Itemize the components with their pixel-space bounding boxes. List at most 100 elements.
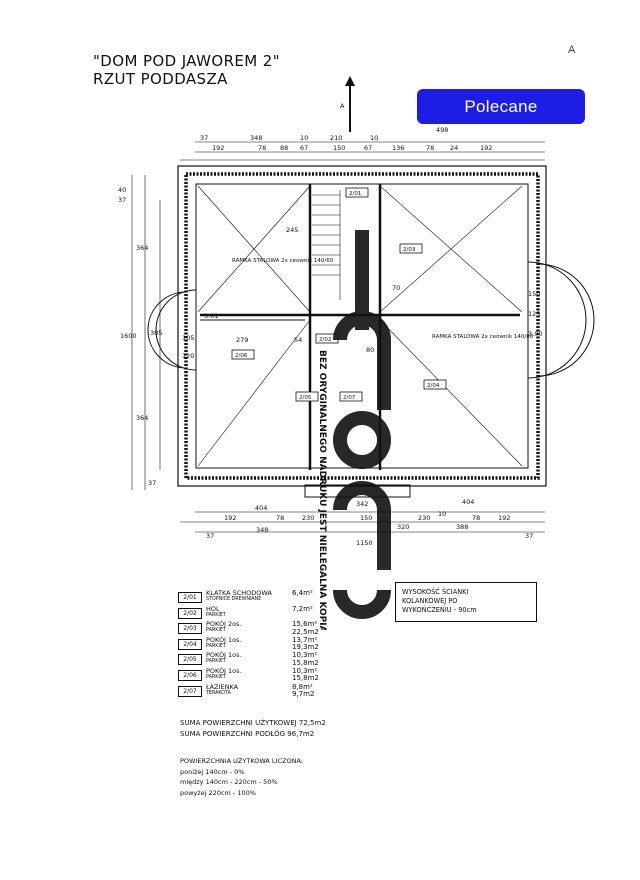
window-height-left: 3.01 — [204, 312, 218, 320]
svg-text:37: 37 — [206, 532, 214, 540]
svg-text:342: 342 — [356, 500, 368, 508]
top-dimension-texts: 37 348 10 210 10 498 192 78 88 67 150 67… — [200, 126, 492, 152]
section-arrow: A — [340, 76, 355, 132]
legend-room-finish: PARKIET — [206, 659, 226, 665]
legend-room-code: 2/07 — [178, 685, 202, 697]
svg-text:54: 54 — [294, 336, 302, 344]
svg-text:2/04: 2/04 — [427, 383, 440, 389]
beam-label-right: RAMKA STALOWA 2x ceownik 140/60 — [432, 334, 534, 340]
beam-label-left: RAMKA STALOWA 2x ceownik 140/60 — [232, 258, 334, 264]
svg-text:150: 150 — [333, 144, 345, 152]
knee-wall-note: WYSOKOŚĆ ŚCIANKI KOLANKOWEJ PO WYKOŃCZEN… — [395, 582, 537, 622]
svg-text:192: 192 — [224, 514, 236, 522]
bay-windows — [147, 261, 595, 379]
svg-text:230: 230 — [302, 514, 314, 522]
svg-text:210: 210 — [330, 134, 342, 142]
svg-text:120: 120 — [182, 352, 194, 360]
legend-room-name: POKÓJ 1os. — [206, 651, 242, 660]
title-plan-name: RZUT PODDASZA — [93, 70, 228, 88]
svg-text:2/07: 2/07 — [343, 395, 356, 401]
svg-text:320: 320 — [397, 523, 409, 531]
svg-text:364: 364 — [136, 414, 148, 422]
svg-text:192: 192 — [480, 144, 492, 152]
legend-room-code: 2/05 — [178, 654, 202, 666]
svg-text:404: 404 — [255, 504, 267, 512]
knee-wall-line: KOLANKOWEJ PO — [402, 597, 458, 605]
svg-text:192: 192 — [212, 144, 224, 152]
legend-room-finish: PARKIET — [206, 628, 226, 634]
svg-text:498: 498 — [436, 126, 448, 134]
svg-text:10: 10 — [370, 134, 378, 142]
recommended-badge[interactable]: Polecane — [417, 89, 585, 124]
svg-text:37: 37 — [118, 196, 126, 204]
legend-room-name: ŁAZIENKA — [206, 682, 239, 691]
svg-text:2/01: 2/01 — [349, 191, 361, 197]
sheet-corner-mark: A — [568, 44, 576, 56]
legend-room-name: POKÓJ 1os. — [206, 666, 242, 675]
floor-area-total: SUMA POWIERZCHNI PODŁÓG 96,7m2 — [180, 730, 315, 738]
room-code-labels — [231, 187, 447, 402]
room-legend: 2/01 KLATKA SCHODOWA STOPNICE DREWNIANE … — [178, 589, 353, 700]
usable-rule: między 140cm - 220cm - 50% — [180, 778, 278, 786]
legend-room-name: KLATKA SCHODOWA — [206, 589, 272, 597]
legend-room-code: 2/02 — [178, 607, 202, 619]
svg-text:40: 40 — [118, 186, 126, 194]
svg-text:245: 245 — [286, 226, 298, 234]
svg-text:88: 88 — [280, 144, 288, 152]
top-dimension-lines — [180, 141, 545, 161]
legend-room-finish: STOPNICE DREWNIANE — [206, 597, 262, 602]
section-mark-label: A — [340, 102, 345, 110]
usable-rules-heading: POWIERZCHNIA UŻYTKOWA LICZONA: — [180, 757, 303, 765]
legend-room-code: 2/04 — [178, 638, 202, 650]
svg-text:388: 388 — [456, 523, 468, 531]
stair-treads — [312, 190, 341, 300]
svg-text:136: 136 — [392, 144, 404, 152]
legend-room-name: HOL — [206, 604, 220, 613]
svg-text:37: 37 — [148, 479, 156, 487]
usable-area-rules: POWIERZCHNIA UŻYTKOWA LICZONA: poniżej 1… — [180, 756, 303, 798]
svg-text:230: 230 — [418, 514, 430, 522]
window-height-right: 3.00 — [528, 330, 542, 338]
legend-room-code: 2/01 — [178, 592, 202, 603]
legend-room-area: 7,2m² — [292, 604, 313, 613]
svg-text:37: 37 — [200, 134, 208, 142]
svg-text:364: 364 — [136, 244, 148, 252]
left-dimension-texts: 40 37 364 1600 305 364 37 — [118, 186, 162, 487]
svg-text:2/06: 2/06 — [235, 353, 248, 359]
svg-text:78: 78 — [276, 514, 284, 522]
legend-room-name: POKÓJ 2os. — [206, 620, 242, 629]
svg-text:2/02: 2/02 — [319, 337, 331, 343]
svg-text:1600: 1600 — [120, 332, 137, 340]
room-code-texts: 2/01 2/02 2/03 2/04 2/05 2/06 2/07 — [235, 191, 440, 401]
legend-room-finish: TERAKOTA — [206, 690, 231, 696]
knee-wall-line: WYKOŃCZENIU - 90cm — [402, 606, 477, 614]
legend-room-finish: PARKIET — [206, 643, 226, 649]
legend-row: 2/02 HOL PARKIET 7,2m² — [178, 604, 353, 622]
roof-slope-lines — [197, 185, 523, 467]
svg-text:192: 192 — [498, 514, 510, 522]
svg-text:2/05: 2/05 — [299, 395, 312, 401]
title-project-name: "DOM POD JAWOREM 2" — [93, 52, 281, 70]
svg-text:2/03: 2/03 — [403, 247, 416, 253]
bottom-dimension-texts: 404 342 404 192 78 230 150 230 78 192 37… — [206, 498, 533, 547]
legend-room-area: 6,4m² — [292, 589, 313, 597]
svg-text:24: 24 — [450, 144, 458, 152]
legend-row: 2/01 KLATKA SCHODOWA STOPNICE DREWNIANE … — [178, 589, 353, 606]
svg-text:10: 10 — [300, 134, 308, 142]
svg-text:37: 37 — [525, 532, 533, 540]
svg-text:80: 80 — [366, 346, 374, 354]
svg-text:67: 67 — [364, 144, 372, 152]
svg-text:67: 67 — [300, 144, 308, 152]
svg-text:78: 78 — [472, 514, 480, 522]
